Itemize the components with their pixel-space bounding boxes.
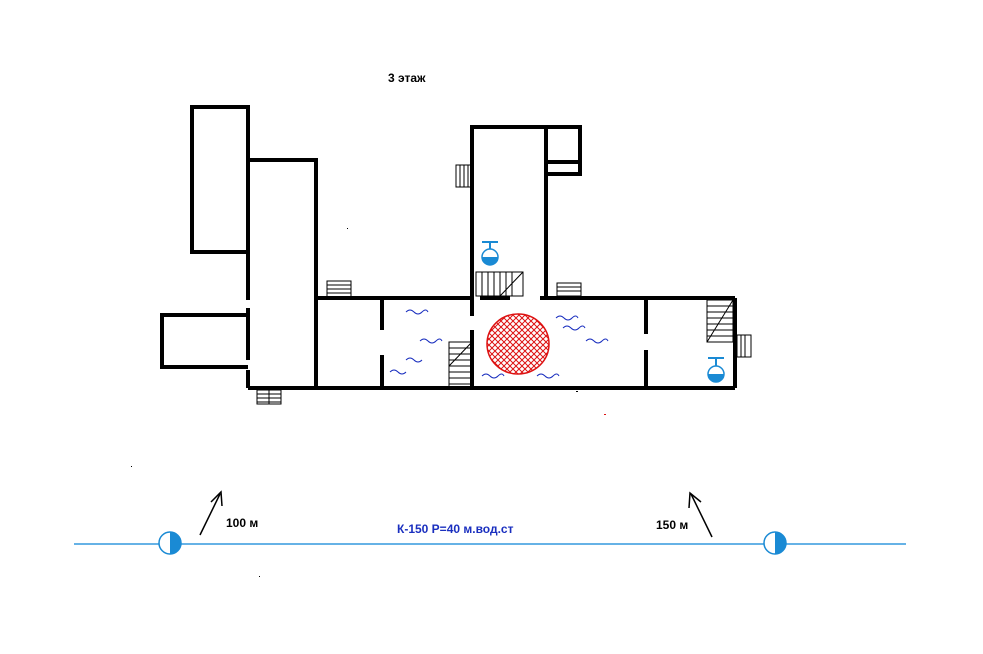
floor-label: 3 этаж — [388, 71, 426, 85]
fire-hydrant-icon — [763, 531, 787, 555]
distance-right-label: 150 м — [656, 518, 688, 532]
room-top-left-wing — [190, 105, 250, 254]
fire-extinguisher-icon — [481, 241, 499, 266]
direction-arrow-icon — [199, 490, 223, 536]
staircase-icon — [448, 271, 734, 389]
fire-hydrant-icon — [158, 531, 182, 555]
fire-extinguisher-icon — [707, 357, 725, 383]
fire-zone-icon — [486, 313, 550, 375]
distance-left-label: 100 м — [226, 516, 258, 530]
smoke-wave-icon — [389, 309, 609, 379]
direction-arrow-icon — [688, 491, 713, 538]
water-main-label: К-150 Р=40 м.вод.ст — [397, 522, 514, 536]
external-steps — [256, 164, 752, 405]
building-walls — [160, 105, 737, 390]
